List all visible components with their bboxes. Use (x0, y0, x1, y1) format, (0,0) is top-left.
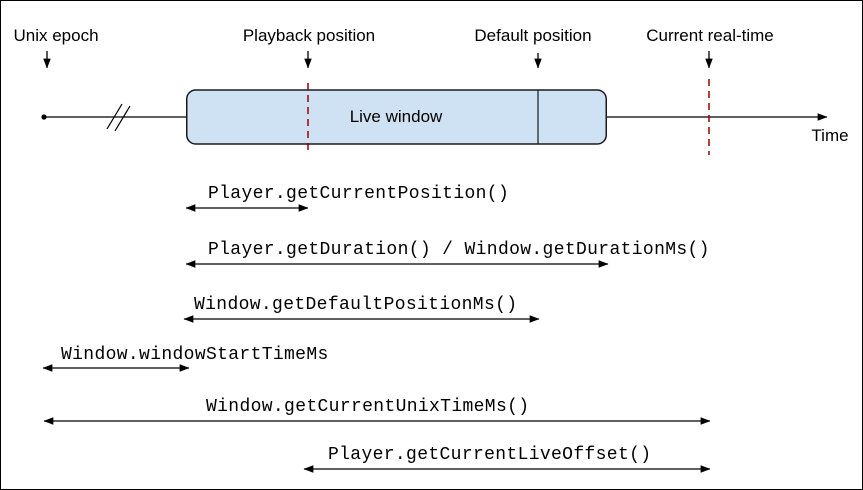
live-window-label: Live window (349, 107, 443, 126)
measurement-label-current-unix-time: Window.getCurrentUnixTimeMs() (206, 397, 530, 417)
measurement-label-live-offset: Player.getCurrentLiveOffset() (328, 445, 652, 465)
time-axis-label: Time (811, 126, 849, 145)
axis-break-icon (114, 105, 131, 132)
measurement-label-duration: Player.getDuration() / Window.getDuratio… (208, 240, 710, 260)
measurement-label-window-start: Window.windowStartTimeMs (61, 345, 329, 365)
marker-label-unix-epoch: Unix epoch (13, 26, 99, 45)
marker-label-default-position: Default position (474, 26, 592, 45)
marker-label-current-realtime: Current real-time (646, 26, 774, 45)
measurement-label-default-position: Window.getDefaultPositionMs() (194, 295, 518, 315)
marker-label-playback-position: Playback position (242, 26, 376, 45)
measurement-label-current-position: Player.getCurrentPosition() (208, 184, 510, 204)
live-window-box (186, 89, 607, 145)
axis-break-icon (106, 103, 123, 130)
